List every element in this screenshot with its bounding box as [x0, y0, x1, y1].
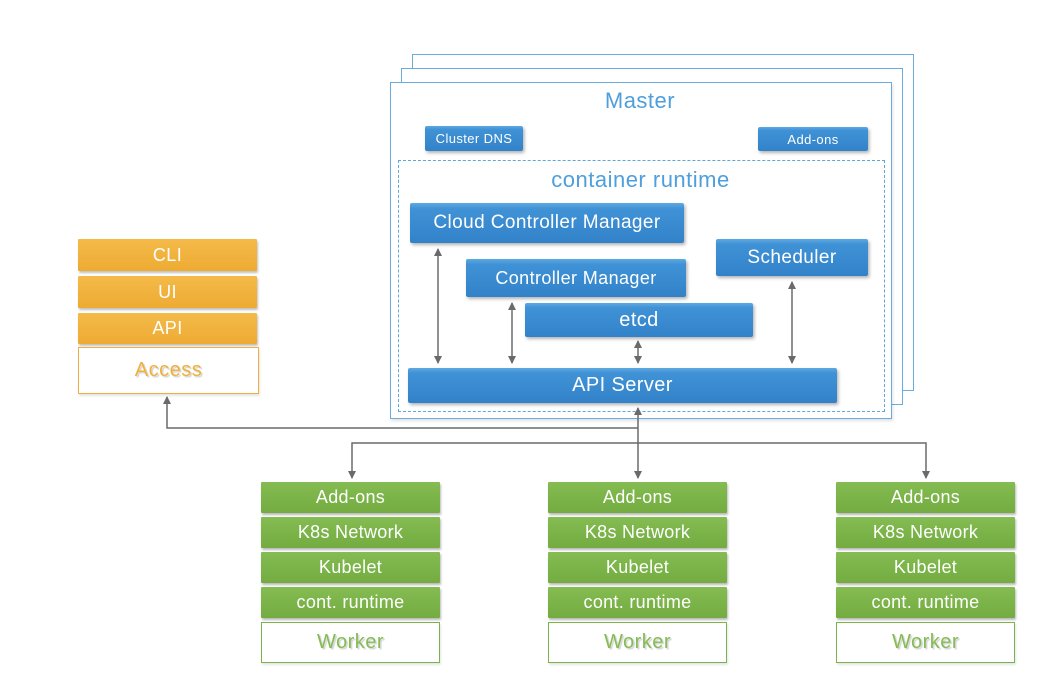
worker-row-k8s-network: K8s Network: [548, 517, 727, 548]
worker-row-cont-runtime: cont. runtime: [261, 587, 440, 618]
worker-stack-2: Add-ons K8s Network Kubelet cont. runtim…: [548, 482, 727, 663]
worker-row-kubelet: Kubelet: [261, 552, 440, 583]
cluster-dns-box: Cluster DNS: [425, 126, 523, 151]
worker-row-kubelet: Kubelet: [836, 552, 1015, 583]
worker-row-addons: Add-ons: [836, 482, 1015, 513]
access-row-cli: CLI: [78, 239, 257, 271]
cloud-controller-manager-box: Cloud Controller Manager: [410, 203, 684, 243]
worker-base-box: Worker: [836, 622, 1015, 663]
etcd-box: etcd: [525, 303, 753, 337]
controller-manager-box: Controller Manager: [466, 259, 686, 297]
api-server-box: API Server: [408, 368, 837, 403]
worker-stack-3: Add-ons K8s Network Kubelet cont. runtim…: [836, 482, 1015, 663]
access-box: Access: [78, 347, 259, 394]
worker-row-cont-runtime: cont. runtime: [836, 587, 1015, 618]
access-row-api: API: [78, 313, 257, 344]
worker-row-k8s-network: K8s Network: [261, 517, 440, 548]
master-title: Master: [604, 88, 676, 113]
worker-row-k8s-network: K8s Network: [836, 517, 1015, 548]
worker-base-box: Worker: [548, 622, 727, 663]
worker-row-cont-runtime: cont. runtime: [548, 587, 727, 618]
worker-base-box: Worker: [261, 622, 440, 663]
arrow-apiserver-workers-1-3: [348, 442, 930, 479]
worker-row-kubelet: Kubelet: [548, 552, 727, 583]
scheduler-box: Scheduler: [716, 239, 868, 276]
worker-stack-1: Add-ons K8s Network Kubelet cont. runtim…: [261, 482, 440, 663]
worker-row-addons: Add-ons: [261, 482, 440, 513]
access-row-ui: UI: [78, 276, 257, 308]
worker-row-addons: Add-ons: [548, 482, 727, 513]
container-runtime-title: container runtime: [551, 167, 730, 192]
master-addons-box: Add-ons: [758, 127, 868, 151]
